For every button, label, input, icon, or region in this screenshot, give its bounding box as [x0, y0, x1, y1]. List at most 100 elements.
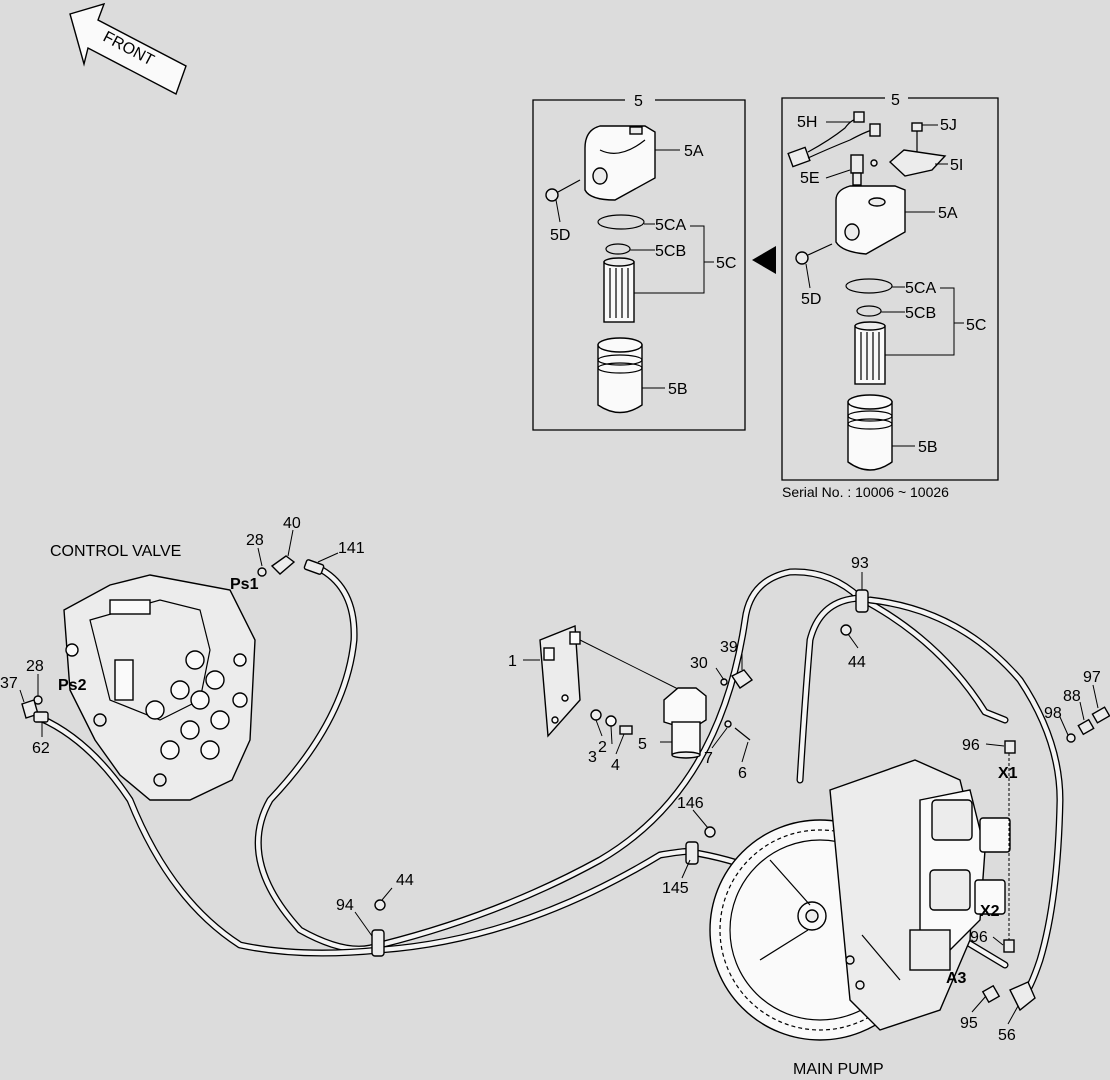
- callout-5b-left: 5B: [668, 381, 688, 398]
- fitting-88: [1077, 718, 1095, 736]
- filter-element-5c: [603, 257, 635, 323]
- filter-5: [663, 687, 707, 759]
- callout-5j: 5J: [940, 117, 957, 134]
- fitting-97: [1091, 706, 1110, 724]
- o-ring-5ca: [597, 214, 645, 230]
- washer-2: [590, 709, 602, 721]
- callout-5b-right: 5B: [918, 439, 938, 456]
- bolt-44-lower: [374, 899, 386, 911]
- harness-5h: [787, 111, 881, 168]
- o-ring-5ca-right: [845, 278, 893, 294]
- washer-3: [605, 715, 617, 727]
- callout-4: 4: [611, 757, 620, 774]
- filter-bowl-5b-right: [847, 394, 893, 471]
- pointer-triangle: [752, 246, 776, 274]
- filter-element-5c-right: [854, 321, 886, 385]
- o-ring-30: [720, 678, 728, 686]
- port-x2: X2: [980, 903, 1000, 920]
- callout-44-lower: 44: [396, 872, 414, 889]
- callout-97: 97: [1083, 669, 1101, 686]
- fitting-96-upper: [1004, 740, 1016, 754]
- callout-1: 1: [508, 653, 517, 670]
- bracket-5i: [888, 149, 947, 177]
- control-valve-title: CONTROL VALVE: [50, 543, 181, 560]
- callout-5e: 5E: [800, 170, 820, 187]
- callout-5d-left: 5D: [550, 227, 570, 244]
- o-ring-7: [724, 720, 732, 728]
- callout-30: 30: [690, 655, 708, 672]
- o-ring-28-upper: [257, 567, 267, 577]
- fitting-96-lower: [1003, 939, 1015, 953]
- callout-5ca-left: 5CA: [655, 217, 686, 234]
- port-ps2: Ps2: [58, 677, 87, 694]
- callout-5a-left: 5A: [684, 143, 704, 160]
- callout-39: 39: [720, 639, 738, 656]
- callout-2: 2: [598, 739, 607, 756]
- callout-5: 5: [638, 736, 647, 753]
- main-pump-title: MAIN PUMP: [793, 1061, 884, 1078]
- callout-62: 62: [32, 740, 50, 757]
- port-a3: A3: [946, 970, 967, 987]
- clamp-93: [855, 589, 869, 613]
- callout-98: 98: [1044, 705, 1062, 722]
- filter-bowl-5b: [597, 337, 643, 414]
- clamp-94: [371, 929, 385, 957]
- detail-right-title: 5: [891, 92, 900, 109]
- o-ring-98: [1066, 733, 1076, 743]
- filter-head-5a-right: [835, 185, 906, 255]
- callout-5c-right: 5C: [966, 317, 986, 334]
- elbow-39: [730, 669, 754, 689]
- clamp-145: [685, 841, 699, 865]
- callout-28-upper: 28: [246, 532, 264, 549]
- o-ring-5cb: [605, 243, 631, 255]
- main-pump: [709, 759, 1011, 1041]
- bolt-4: [619, 725, 633, 735]
- callout-5c-left: 5C: [716, 255, 736, 272]
- callout-5i: 5I: [950, 157, 963, 174]
- detail-box-left: 5: [532, 93, 746, 431]
- callout-5h: 5H: [797, 114, 817, 131]
- bolt-44-upper: [840, 624, 852, 636]
- callout-5cb-left: 5CB: [655, 243, 686, 260]
- plug-5d: [545, 179, 581, 202]
- callout-96-upper: 96: [962, 737, 980, 754]
- callout-145: 145: [662, 880, 689, 897]
- bracket-1: [539, 624, 681, 738]
- callout-44-upper: 44: [848, 654, 866, 671]
- fitting-40: [270, 555, 296, 575]
- bolt-146: [704, 826, 716, 838]
- filter-head-5a: [584, 125, 656, 201]
- callout-5cb-right: 5CB: [905, 305, 936, 322]
- callout-5ca-right: 5CA: [905, 280, 936, 297]
- callout-94: 94: [336, 897, 354, 914]
- callout-3: 3: [588, 749, 597, 766]
- callout-93: 93: [851, 555, 869, 572]
- callout-37: 37: [0, 675, 18, 692]
- callout-5a-right: 5A: [938, 205, 958, 222]
- bolt-6: [734, 727, 751, 741]
- callout-146: 146: [677, 795, 704, 812]
- callout-88: 88: [1063, 688, 1081, 705]
- control-valve: [63, 574, 256, 801]
- callout-95: 95: [960, 1015, 978, 1032]
- callout-40: 40: [283, 515, 301, 532]
- port-ps1: Ps1: [230, 576, 259, 593]
- plug-5d-right: [795, 243, 833, 265]
- callout-28-lower: 28: [26, 658, 44, 675]
- callout-5d-right: 5D: [801, 291, 821, 308]
- port-x1: X1: [998, 765, 1018, 782]
- detail-box-right: 5: [781, 92, 999, 500]
- callout-56: 56: [998, 1027, 1016, 1044]
- fitting-95: [981, 984, 1001, 1004]
- callout-7: 7: [704, 750, 713, 767]
- o-ring-5cb-right: [856, 305, 882, 317]
- hose-end-141: [303, 559, 325, 575]
- callout-96-lower: 96: [970, 929, 988, 946]
- elbow-56: [1009, 981, 1036, 1012]
- serial-number: Serial No. : 10006 ~ 10026: [782, 484, 949, 500]
- bolt-5j: [911, 122, 923, 152]
- front-arrow: FRONT: [69, 2, 187, 95]
- sensor-5e: [850, 154, 878, 186]
